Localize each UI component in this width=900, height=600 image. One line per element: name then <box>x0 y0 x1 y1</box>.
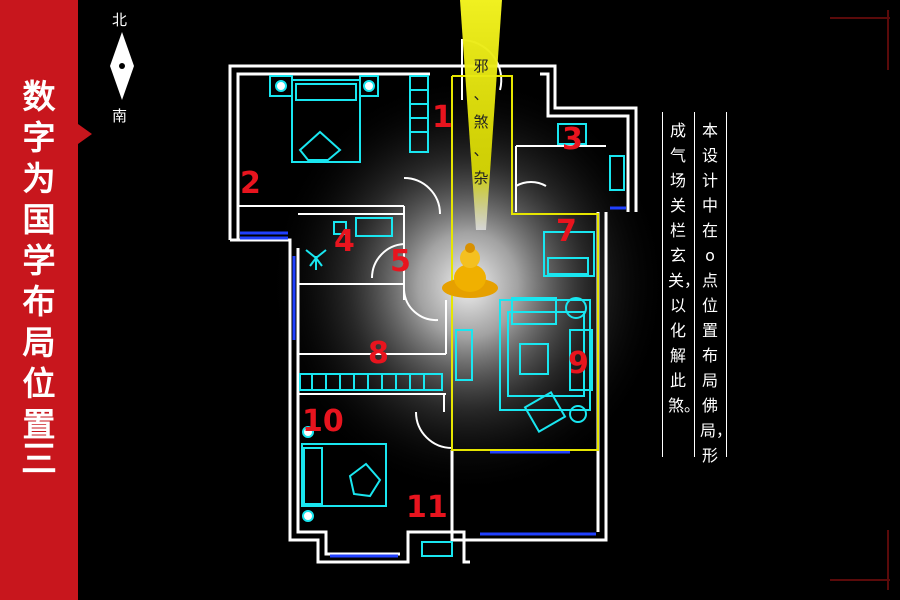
room-marker: 1 <box>432 100 453 135</box>
title-char: 置 <box>22 405 56 444</box>
description-divider <box>726 112 727 457</box>
compass-north-label: 北 <box>112 11 128 29</box>
beam-char: 煞 <box>473 113 489 131</box>
beam-char: 、 <box>473 141 489 159</box>
compass-south-label: 南 <box>112 107 128 125</box>
room-marker: 11 <box>406 490 448 525</box>
room-marker: 4 <box>334 224 355 259</box>
title-char: 位 <box>22 364 56 403</box>
room-marker: 8 <box>368 336 389 371</box>
beam-char: 、 <box>473 85 489 103</box>
description-divider <box>662 112 663 457</box>
compass-icon <box>110 32 134 100</box>
room-marker: 7 <box>556 214 577 249</box>
buddha-statue <box>442 243 498 298</box>
title-char: 布 <box>22 282 56 321</box>
sidebar-title: 数 字 为 国 学 布 局 位 置 <box>0 76 78 445</box>
title-char: 国 <box>22 200 56 239</box>
description-column-1: 本设计中在ο点位置布局佛局，形 <box>700 121 733 465</box>
sidebar: 数 字 为 国 学 布 局 位 置 三 <box>0 0 78 600</box>
energy-beam <box>460 0 502 230</box>
description-column-2: 成气场关栏玄关，以化解此煞。 <box>668 121 701 415</box>
title-char: 学 <box>22 241 56 280</box>
title-char: 局 <box>22 323 56 362</box>
sidebar-pointer <box>78 124 92 144</box>
furniture <box>269 75 625 557</box>
windows <box>240 206 626 558</box>
beam-char: 邪 <box>473 57 489 75</box>
title-char: 字 <box>22 118 56 157</box>
room-marker: 2 <box>240 166 261 201</box>
room-marker: 9 <box>568 346 589 381</box>
beam-char: 杂 <box>473 169 489 187</box>
room-marker: 10 <box>302 404 344 439</box>
room-marker: 5 <box>390 244 411 279</box>
sidebar-part-label: 三 <box>20 439 57 480</box>
beam-caption: 邪 、 煞 、 杂 <box>470 52 492 192</box>
entrance-outline <box>451 75 599 451</box>
description-divider <box>694 112 695 457</box>
title-char: 数 <box>22 77 56 116</box>
title-char: 为 <box>22 159 56 198</box>
frame-corner-decoration <box>830 10 890 590</box>
room-marker: 3 <box>562 122 583 157</box>
